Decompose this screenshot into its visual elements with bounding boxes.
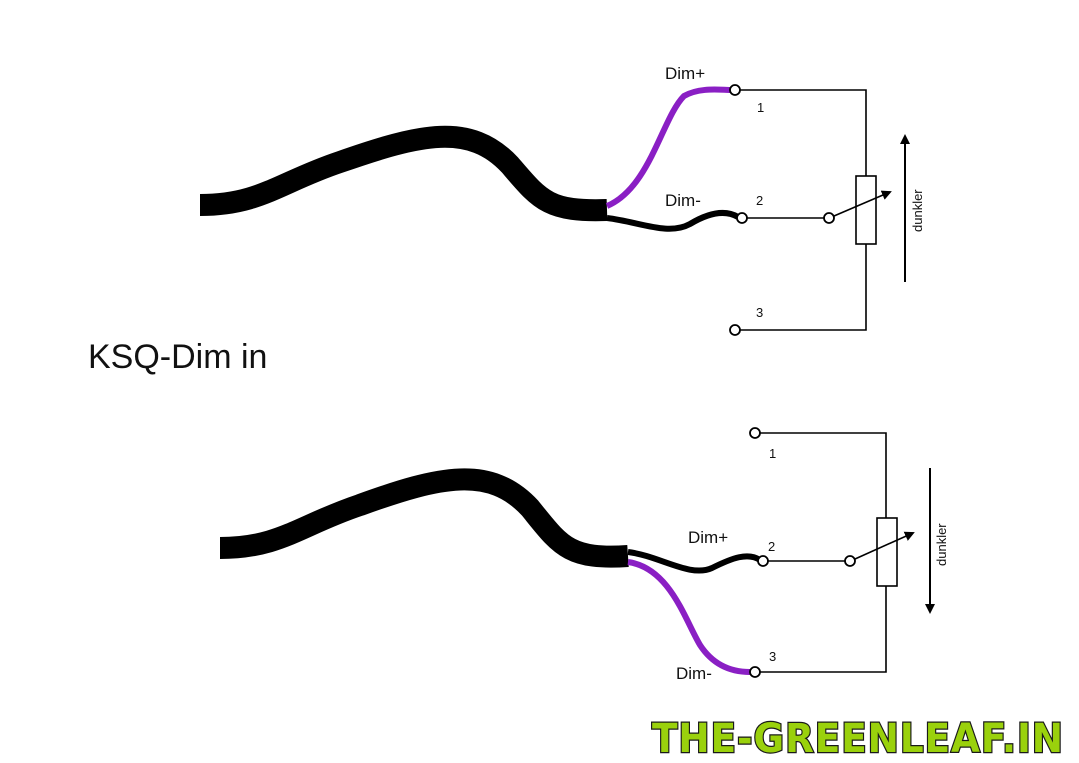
- dunkler-label: dunkler: [910, 189, 925, 232]
- terminal-2-label: 2: [768, 539, 775, 554]
- dim-minus-label: Dim-: [665, 191, 701, 210]
- bottom-diagram: Dim+ Dim- 1 2 3 dunkler: [219, 427, 949, 683]
- terminal-1-label: 1: [769, 446, 776, 461]
- terminal-2: [757, 555, 769, 567]
- dim-plus-label: Dim+: [688, 528, 728, 547]
- terminal-1: [729, 84, 741, 96]
- wiper-arrow: [833, 190, 892, 217]
- wiper-node: [823, 212, 835, 224]
- terminal-2-label: 2: [756, 193, 763, 208]
- terminal-3-label: 3: [756, 305, 763, 320]
- black-wire-dim-plus: [627, 549, 762, 574]
- terminal-3: [729, 324, 741, 336]
- potentiometer: [855, 175, 877, 245]
- cable: [219, 468, 629, 568]
- top-diagram: Dim+ Dim- 1 2 3 dunkler: [199, 64, 925, 336]
- circuit-line: [760, 586, 887, 673]
- circuit-line: [740, 89, 867, 176]
- dim-plus-label: Dim+: [665, 64, 705, 83]
- terminal-3: [749, 666, 761, 678]
- terminal-1: [749, 427, 761, 439]
- terminal-1-label: 1: [757, 100, 764, 115]
- purple-wire-dim-plus: [605, 86, 732, 209]
- terminal-2: [736, 212, 748, 224]
- site-logo: THE-GREENLEAF.IN: [652, 716, 1064, 762]
- dim-minus-label: Dim-: [676, 664, 712, 683]
- terminal-3-label: 3: [769, 649, 776, 664]
- cable: [199, 125, 608, 222]
- black-wire-dim-minus: [606, 209, 740, 232]
- potentiometer: [876, 517, 898, 587]
- page-title: KSQ-Dim in: [88, 338, 267, 376]
- dunkler-label: dunkler: [934, 523, 949, 566]
- circuit-line: [740, 244, 867, 331]
- wiper-arrow: [854, 531, 915, 560]
- purple-wire-dim-minus: [627, 559, 751, 675]
- wiper-node: [844, 555, 856, 567]
- circuit-line: [760, 432, 887, 518]
